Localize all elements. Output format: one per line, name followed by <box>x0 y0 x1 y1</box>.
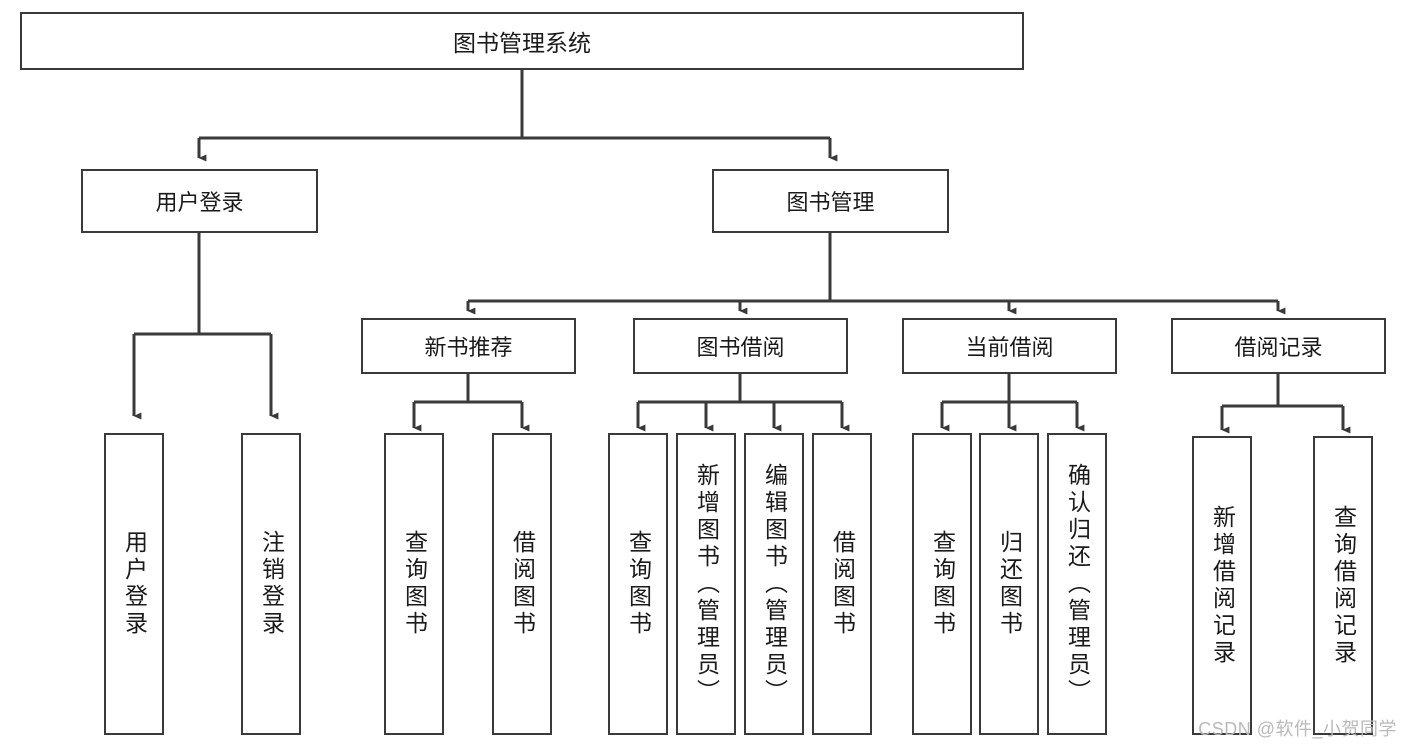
node-leaf-query-record[interactable]: 查询借阅记录 <box>1313 436 1373 735</box>
leaf-label: 确认归还（管理员） <box>1064 462 1091 706</box>
node-label: 图书管理 <box>786 190 875 215</box>
node-label: 图书借阅 <box>696 335 785 360</box>
node-leaf-user-login[interactable]: 用户登录 <box>104 433 164 735</box>
node-leaf-query-book-3[interactable]: 查询图书 <box>912 433 972 735</box>
node-leaf-edit-book[interactable]: 编辑图书（管理员） <box>744 433 804 735</box>
leaf-label: 用户登录 <box>121 530 148 638</box>
node-label: 借阅记录 <box>1234 335 1323 360</box>
node-leaf-confirm-return[interactable]: 确认归还（管理员） <box>1047 433 1107 735</box>
node-current-borrow[interactable]: 当前借阅 <box>902 318 1117 374</box>
leaf-label: 查询图书 <box>929 530 956 638</box>
node-new-book-recommend[interactable]: 新书推荐 <box>361 318 576 374</box>
leaf-label: 查询图书 <box>401 530 428 638</box>
node-label: 当前借阅 <box>965 335 1054 360</box>
leaf-label: 借阅图书 <box>829 530 856 638</box>
node-leaf-borrow-book-1[interactable]: 借阅图书 <box>492 433 552 735</box>
node-book-borrow[interactable]: 图书借阅 <box>633 318 848 374</box>
node-leaf-add-record[interactable]: 新增借阅记录 <box>1192 436 1252 735</box>
node-label: 图书管理系统 <box>453 30 591 56</box>
node-leaf-query-book-2[interactable]: 查询图书 <box>608 433 668 735</box>
leaf-label: 查询图书 <box>625 530 652 638</box>
connector-userlogin-to-leaves <box>132 233 279 420</box>
connector-newbook-to-leaves <box>412 374 530 432</box>
leaf-label: 编辑图书（管理员） <box>761 462 788 706</box>
node-label: 新书推荐 <box>424 335 513 360</box>
node-leaf-return-book[interactable]: 归还图书 <box>979 433 1039 735</box>
leaf-label: 归还图书 <box>996 530 1023 638</box>
connector-bookmanage-to-level3 <box>466 233 1286 315</box>
connector-root-to-level2 <box>197 70 838 162</box>
node-leaf-add-book[interactable]: 新增图书（管理员） <box>676 433 736 735</box>
leaf-label: 新增借阅记录 <box>1209 504 1236 667</box>
leaf-label: 新增图书（管理员） <box>693 462 720 706</box>
connector-bookborrow-to-leaves <box>636 374 850 432</box>
node-book-manage[interactable]: 图书管理 <box>712 169 949 233</box>
node-leaf-user-logout[interactable]: 注销登录 <box>241 433 301 735</box>
node-root-system[interactable]: 图书管理系统 <box>20 12 1024 70</box>
node-leaf-borrow-book-2[interactable]: 借阅图书 <box>812 433 872 735</box>
connector-currentborrow-to-leaves <box>940 374 1085 432</box>
node-leaf-query-book-1[interactable]: 查询图书 <box>384 433 444 735</box>
connector-borrowrecord-to-leaves <box>1220 374 1351 434</box>
leaf-label: 注销登录 <box>258 530 285 638</box>
leaf-label: 借阅图书 <box>509 530 536 638</box>
node-borrow-record[interactable]: 借阅记录 <box>1171 318 1386 374</box>
node-label: 用户登录 <box>155 190 244 215</box>
leaf-label: 查询借阅记录 <box>1330 504 1357 667</box>
node-user-login[interactable]: 用户登录 <box>81 169 318 233</box>
